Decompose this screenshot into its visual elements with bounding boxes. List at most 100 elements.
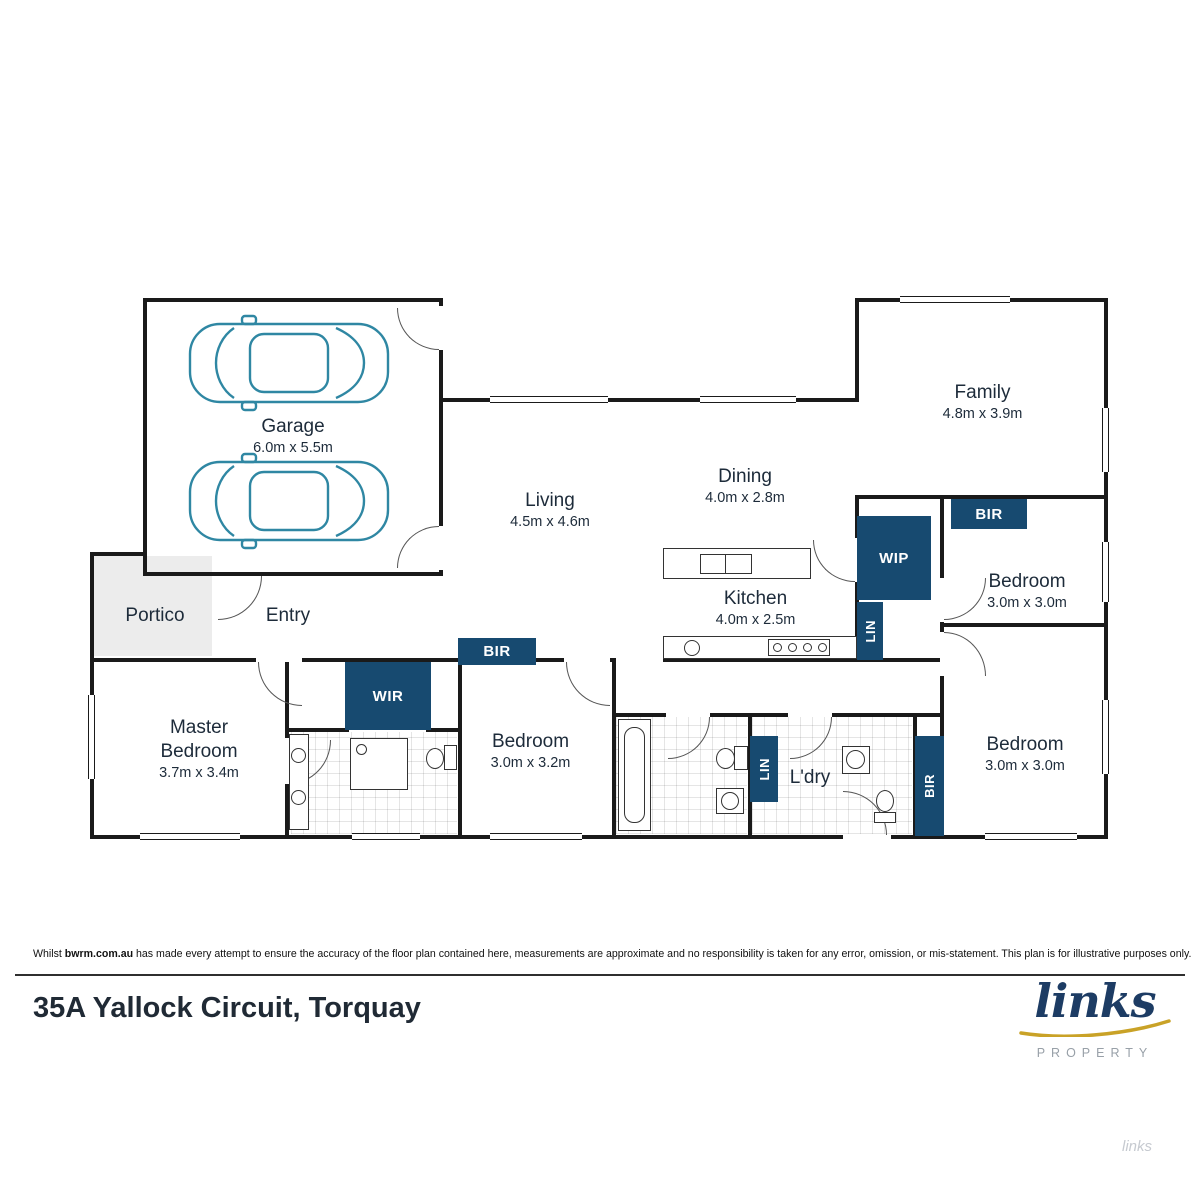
room-label-kitchen: Kitchen 4.0m x 2.5m — [673, 587, 838, 629]
wall — [143, 298, 147, 576]
window — [352, 833, 420, 840]
basin-icon — [291, 748, 306, 763]
lin-label: LIN — [756, 757, 772, 781]
wall — [285, 728, 349, 732]
room-dims: 4.8m x 3.9m — [942, 405, 1023, 422]
toilet-icon — [716, 748, 735, 769]
window — [490, 833, 582, 840]
room-name: Master Bedroom — [160, 717, 238, 762]
room-label-master-bedroom: Master Bedroom 3.7m x 3.4m — [144, 716, 254, 782]
door-arc — [566, 662, 610, 706]
window — [140, 833, 240, 840]
wall — [940, 623, 1108, 627]
door-arc — [397, 526, 439, 568]
wall — [855, 495, 1108, 499]
window — [1102, 408, 1109, 472]
burner-icon — [803, 643, 812, 652]
bathtub-inner — [624, 727, 645, 823]
door-arc — [397, 308, 439, 350]
basin-icon — [721, 792, 739, 810]
room-name: Portico — [125, 605, 185, 626]
built-in-robe-top: BIR — [951, 499, 1027, 529]
room-name: Family — [954, 382, 1011, 403]
window — [1102, 542, 1109, 602]
room-dims: 4.0m x 2.5m — [715, 611, 796, 628]
toilet-tank — [874, 812, 896, 823]
car-icon — [188, 452, 390, 550]
room-label-entry: Entry — [228, 604, 348, 628]
built-in-robe-bottom: BIR — [915, 736, 944, 836]
burner-icon — [773, 643, 782, 652]
wall — [612, 713, 944, 717]
room-dims: 3.7m x 3.4m — [159, 764, 239, 781]
door-opening — [940, 632, 944, 676]
toilet-icon — [426, 748, 444, 769]
toilet-tank — [734, 746, 748, 770]
wall — [143, 572, 443, 576]
wall — [855, 298, 859, 402]
room-label-portico: Portico — [95, 604, 215, 628]
window — [1102, 700, 1109, 774]
room-label-living: Living 4.5m x 4.6m — [470, 489, 630, 531]
lin-label: LIN — [862, 619, 878, 643]
linen-kitchen: LIN — [857, 602, 883, 660]
room-dims: 3.0m x 3.0m — [987, 594, 1067, 611]
burner-icon — [818, 643, 827, 652]
shower-head-icon — [356, 744, 367, 755]
room-name: Bedroom — [986, 734, 1064, 755]
door-opening — [439, 306, 443, 350]
room-label-family: Family 4.8m x 3.9m — [900, 381, 1065, 423]
car-icon — [188, 314, 390, 412]
door-opening — [564, 658, 610, 662]
room-name: L'dry — [789, 767, 831, 788]
burner-icon — [788, 643, 797, 652]
room-name: Living — [525, 490, 575, 511]
door-opening — [940, 578, 944, 622]
built-in-robe-middle: BIR — [458, 638, 536, 665]
door-arc — [944, 632, 986, 676]
wall — [90, 835, 1108, 839]
double-sink-icon — [700, 554, 752, 574]
wall — [143, 298, 443, 302]
wall — [443, 398, 859, 402]
walk-in-pantry: WIP — [857, 516, 931, 600]
disclaimer-source: bwrm.com.au — [64, 948, 134, 960]
linen-hall: LIN — [750, 736, 778, 802]
bir-label: BIR — [922, 774, 937, 798]
room-label-laundry: L'dry — [772, 766, 848, 790]
bir-label: BIR — [483, 643, 511, 660]
wall — [90, 658, 349, 662]
logo-brand-text: links — [1034, 974, 1156, 1028]
door-arc — [258, 662, 302, 706]
room-label-bedroom-4: Bedroom 3.0m x 3.2m — [453, 730, 608, 772]
wall — [663, 658, 944, 662]
wall — [458, 658, 462, 839]
wall — [612, 658, 616, 839]
wall — [439, 298, 443, 576]
wip-label: WIP — [879, 549, 909, 567]
door-opening — [285, 738, 289, 784]
window — [900, 296, 1010, 303]
room-label-bedroom-3: Bedroom 3.0m x 3.0m — [946, 733, 1104, 775]
door-opening — [843, 835, 891, 839]
door-opening — [439, 526, 443, 570]
disclaimer-prefix: Whilst — [33, 948, 65, 960]
window — [985, 833, 1077, 840]
basin-icon — [291, 790, 306, 805]
room-label-bedroom-2: Bedroom 3.0m x 3.0m — [948, 570, 1106, 612]
door-opening — [256, 658, 302, 662]
wir-label: WIR — [372, 687, 404, 705]
room-name: Kitchen — [723, 588, 788, 609]
sink-icon — [684, 640, 700, 656]
room-dims: 6.0m x 5.5m — [253, 439, 333, 456]
room-name: Garage — [261, 416, 325, 437]
door-opening — [788, 713, 832, 717]
wall — [90, 552, 147, 556]
window — [700, 396, 796, 403]
walk-in-robe: WIR — [345, 662, 431, 730]
window — [88, 695, 95, 779]
toilet-icon — [876, 790, 894, 812]
room-dims: 3.0m x 3.2m — [490, 754, 571, 771]
agency-logo: links PROPERTY — [1005, 978, 1185, 1060]
